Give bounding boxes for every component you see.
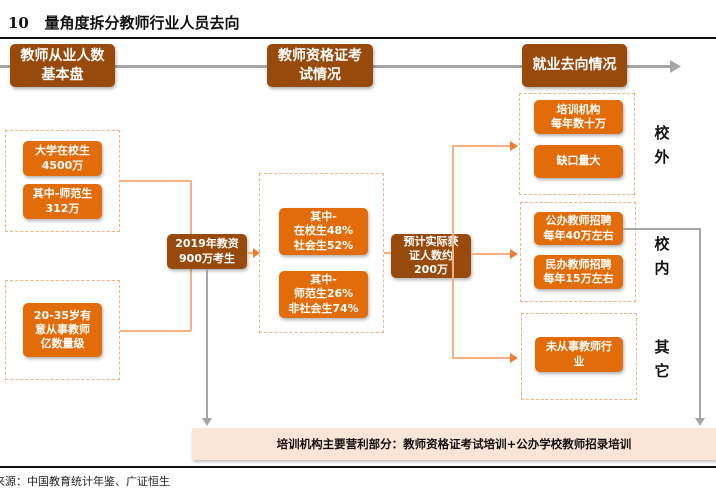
arrow-icon xyxy=(510,249,518,259)
group-other xyxy=(521,313,637,400)
arrow-down-icon xyxy=(695,418,705,426)
figure-title: 10 量角度拆分教师行业人员去向 xyxy=(8,14,240,32)
arrow-icon xyxy=(253,248,260,258)
arrow-down-icon xyxy=(202,418,212,426)
connector xyxy=(120,180,191,182)
timeline-arrow-icon xyxy=(670,60,681,73)
connector xyxy=(190,180,192,234)
header-teacher-base: 教师从业人数 基本盘 xyxy=(10,44,115,87)
box-public-recruit: 公办教师招聘 每年40万左右 xyxy=(534,212,623,245)
box-private-recruit: 民办教师招聘 每年15万左右 xyxy=(534,255,623,289)
connector xyxy=(190,269,192,331)
header-employment: 就业去向情况 xyxy=(522,44,627,87)
box-certified: 预计实际获 证人数约 200万 xyxy=(391,234,471,278)
group-exam-split xyxy=(259,173,384,333)
box-exam-takers: 2019年教资 900万考生 xyxy=(167,234,247,269)
box-college-students: 大学在校生 4500万 xyxy=(23,141,102,176)
connector xyxy=(471,253,511,255)
gray-connector xyxy=(623,228,701,230)
connector xyxy=(247,252,255,254)
connector xyxy=(452,145,454,358)
top-rule xyxy=(0,37,716,39)
label-other: 其 它 xyxy=(654,338,670,380)
source-note: 来源：中国教育统计年鉴、广证恒生 xyxy=(0,475,170,488)
box-age-group: 20-35岁有 意从事教师 亿数量级 xyxy=(23,303,102,357)
header-cert-exam: 教师资格证考 试情况 xyxy=(267,44,373,87)
box-shortage: 缺口量大 xyxy=(534,145,623,178)
arrow-icon xyxy=(510,353,518,363)
connector xyxy=(452,357,511,359)
group-students xyxy=(5,130,120,232)
group-outside-school xyxy=(519,93,635,195)
label-outside-school: 校 外 xyxy=(654,124,670,166)
box-normal-students: 其中-师范生 312万 xyxy=(23,184,102,219)
gray-connector xyxy=(699,228,701,419)
connector xyxy=(120,330,191,332)
gray-connector xyxy=(206,269,208,419)
connector xyxy=(452,145,511,147)
box-training-institutions: 培训机构 每年数十万 xyxy=(534,100,623,134)
box-split-student: 其中- 在校生48% 社会生52% xyxy=(279,208,368,255)
box-not-teaching: 未从事教师行 业 xyxy=(535,337,623,372)
box-split-normal: 其中- 师范生26% 非社会生74% xyxy=(279,271,368,318)
group-inside-school xyxy=(520,202,636,302)
bottom-rule xyxy=(0,466,716,468)
group-age xyxy=(5,280,120,380)
training-revenue-box: 培训机构主要营利部分：教师资格证考试培训+公办学校教师招录培训 xyxy=(192,428,716,460)
arrow-icon xyxy=(510,141,518,151)
connector xyxy=(384,252,392,254)
label-inside-school: 校 内 xyxy=(654,235,670,277)
